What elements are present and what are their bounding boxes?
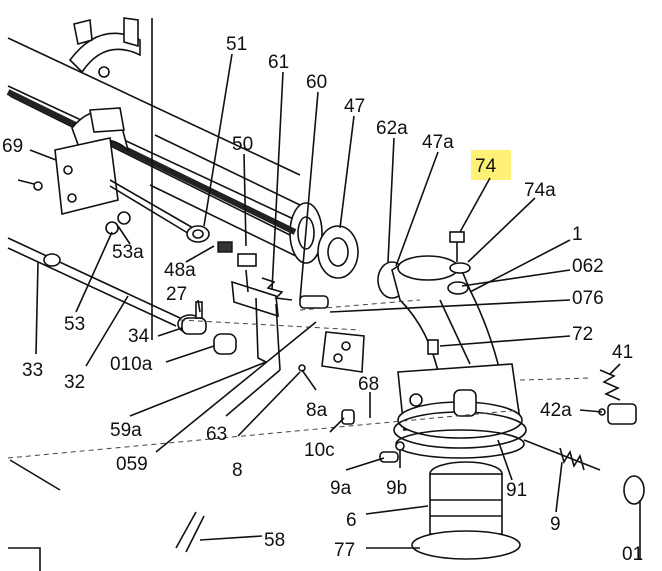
frame-corner [8, 547, 41, 571]
clamp-lower [71, 107, 130, 153]
label-68: 68 [358, 374, 379, 395]
label-47: 47 [344, 96, 365, 117]
label-74: 74 [475, 156, 497, 177]
label-69: 69 [2, 136, 23, 157]
highlight-74 [471, 150, 511, 180]
ring-47 [317, 225, 359, 279]
label-77: 77 [334, 540, 355, 561]
label-53a: 53a [112, 242, 144, 263]
bracket-69 [17, 137, 119, 215]
part-01 [623, 475, 645, 505]
label-32: 32 [64, 372, 85, 393]
label-48a: 48a [164, 260, 196, 281]
parts-50 [217, 241, 257, 267]
elbow-1 [391, 255, 501, 381]
label-010a: 010a [110, 354, 153, 375]
rod-59a [255, 297, 267, 363]
label-62a: 62a [376, 118, 408, 139]
label-9b: 9b [386, 478, 407, 499]
label-72: 72 [572, 324, 593, 345]
block-72 [321, 331, 439, 373]
pump-housing [393, 363, 527, 459]
label-076: 076 [572, 288, 604, 309]
spring-41 [598, 369, 637, 425]
label-47a: 47a [422, 132, 454, 153]
label-91: 91 [506, 480, 527, 501]
leader-lines [29, 53, 621, 549]
label-8a: 8a [306, 400, 328, 421]
label-27: 27 [166, 284, 187, 305]
grommet-51 [186, 225, 210, 243]
label-41: 41 [612, 342, 633, 363]
spring-60 [261, 277, 329, 309]
label-9a: 9a [330, 478, 352, 499]
label-58: 58 [264, 530, 285, 551]
main-tube [7, 37, 323, 264]
label-1: 1 [572, 224, 583, 245]
ground-line [9, 459, 61, 491]
part-labels: 51 61 60 47 62a 47a 74 74a 69 50 1 062 5… [2, 34, 643, 565]
label-74a: 74a [524, 180, 556, 201]
label-10c: 10c [304, 440, 335, 461]
clamp-upper [68, 17, 141, 78]
sleeve-010a [213, 333, 237, 355]
label-9: 9 [550, 514, 561, 535]
screw-9 [523, 439, 601, 471]
throttle-rod [109, 179, 201, 233]
hose-58 [175, 511, 205, 553]
bolt-74 [449, 231, 471, 274]
filter-6 [411, 461, 521, 560]
label-01: 01 [622, 544, 643, 565]
guide-lines [7, 299, 591, 459]
sleeve-34 [181, 317, 207, 335]
rod-63 [275, 303, 281, 371]
label-53: 53 [64, 314, 85, 335]
label-8: 8 [232, 460, 243, 481]
plate-61 [231, 269, 279, 318]
label-6: 6 [346, 510, 357, 531]
parts-9 [298, 364, 405, 463]
label-062: 062 [572, 256, 604, 277]
label-51: 51 [226, 34, 247, 55]
parts-53 [105, 211, 131, 235]
label-33: 33 [22, 360, 43, 381]
label-60: 60 [306, 72, 327, 93]
label-63: 63 [206, 424, 227, 445]
label-50: 50 [232, 134, 253, 155]
label-34: 34 [128, 326, 150, 347]
label-61: 61 [268, 52, 289, 73]
label-59a: 59a [110, 420, 142, 441]
label-42a: 42a [540, 400, 572, 421]
label-059: 059 [116, 454, 148, 475]
